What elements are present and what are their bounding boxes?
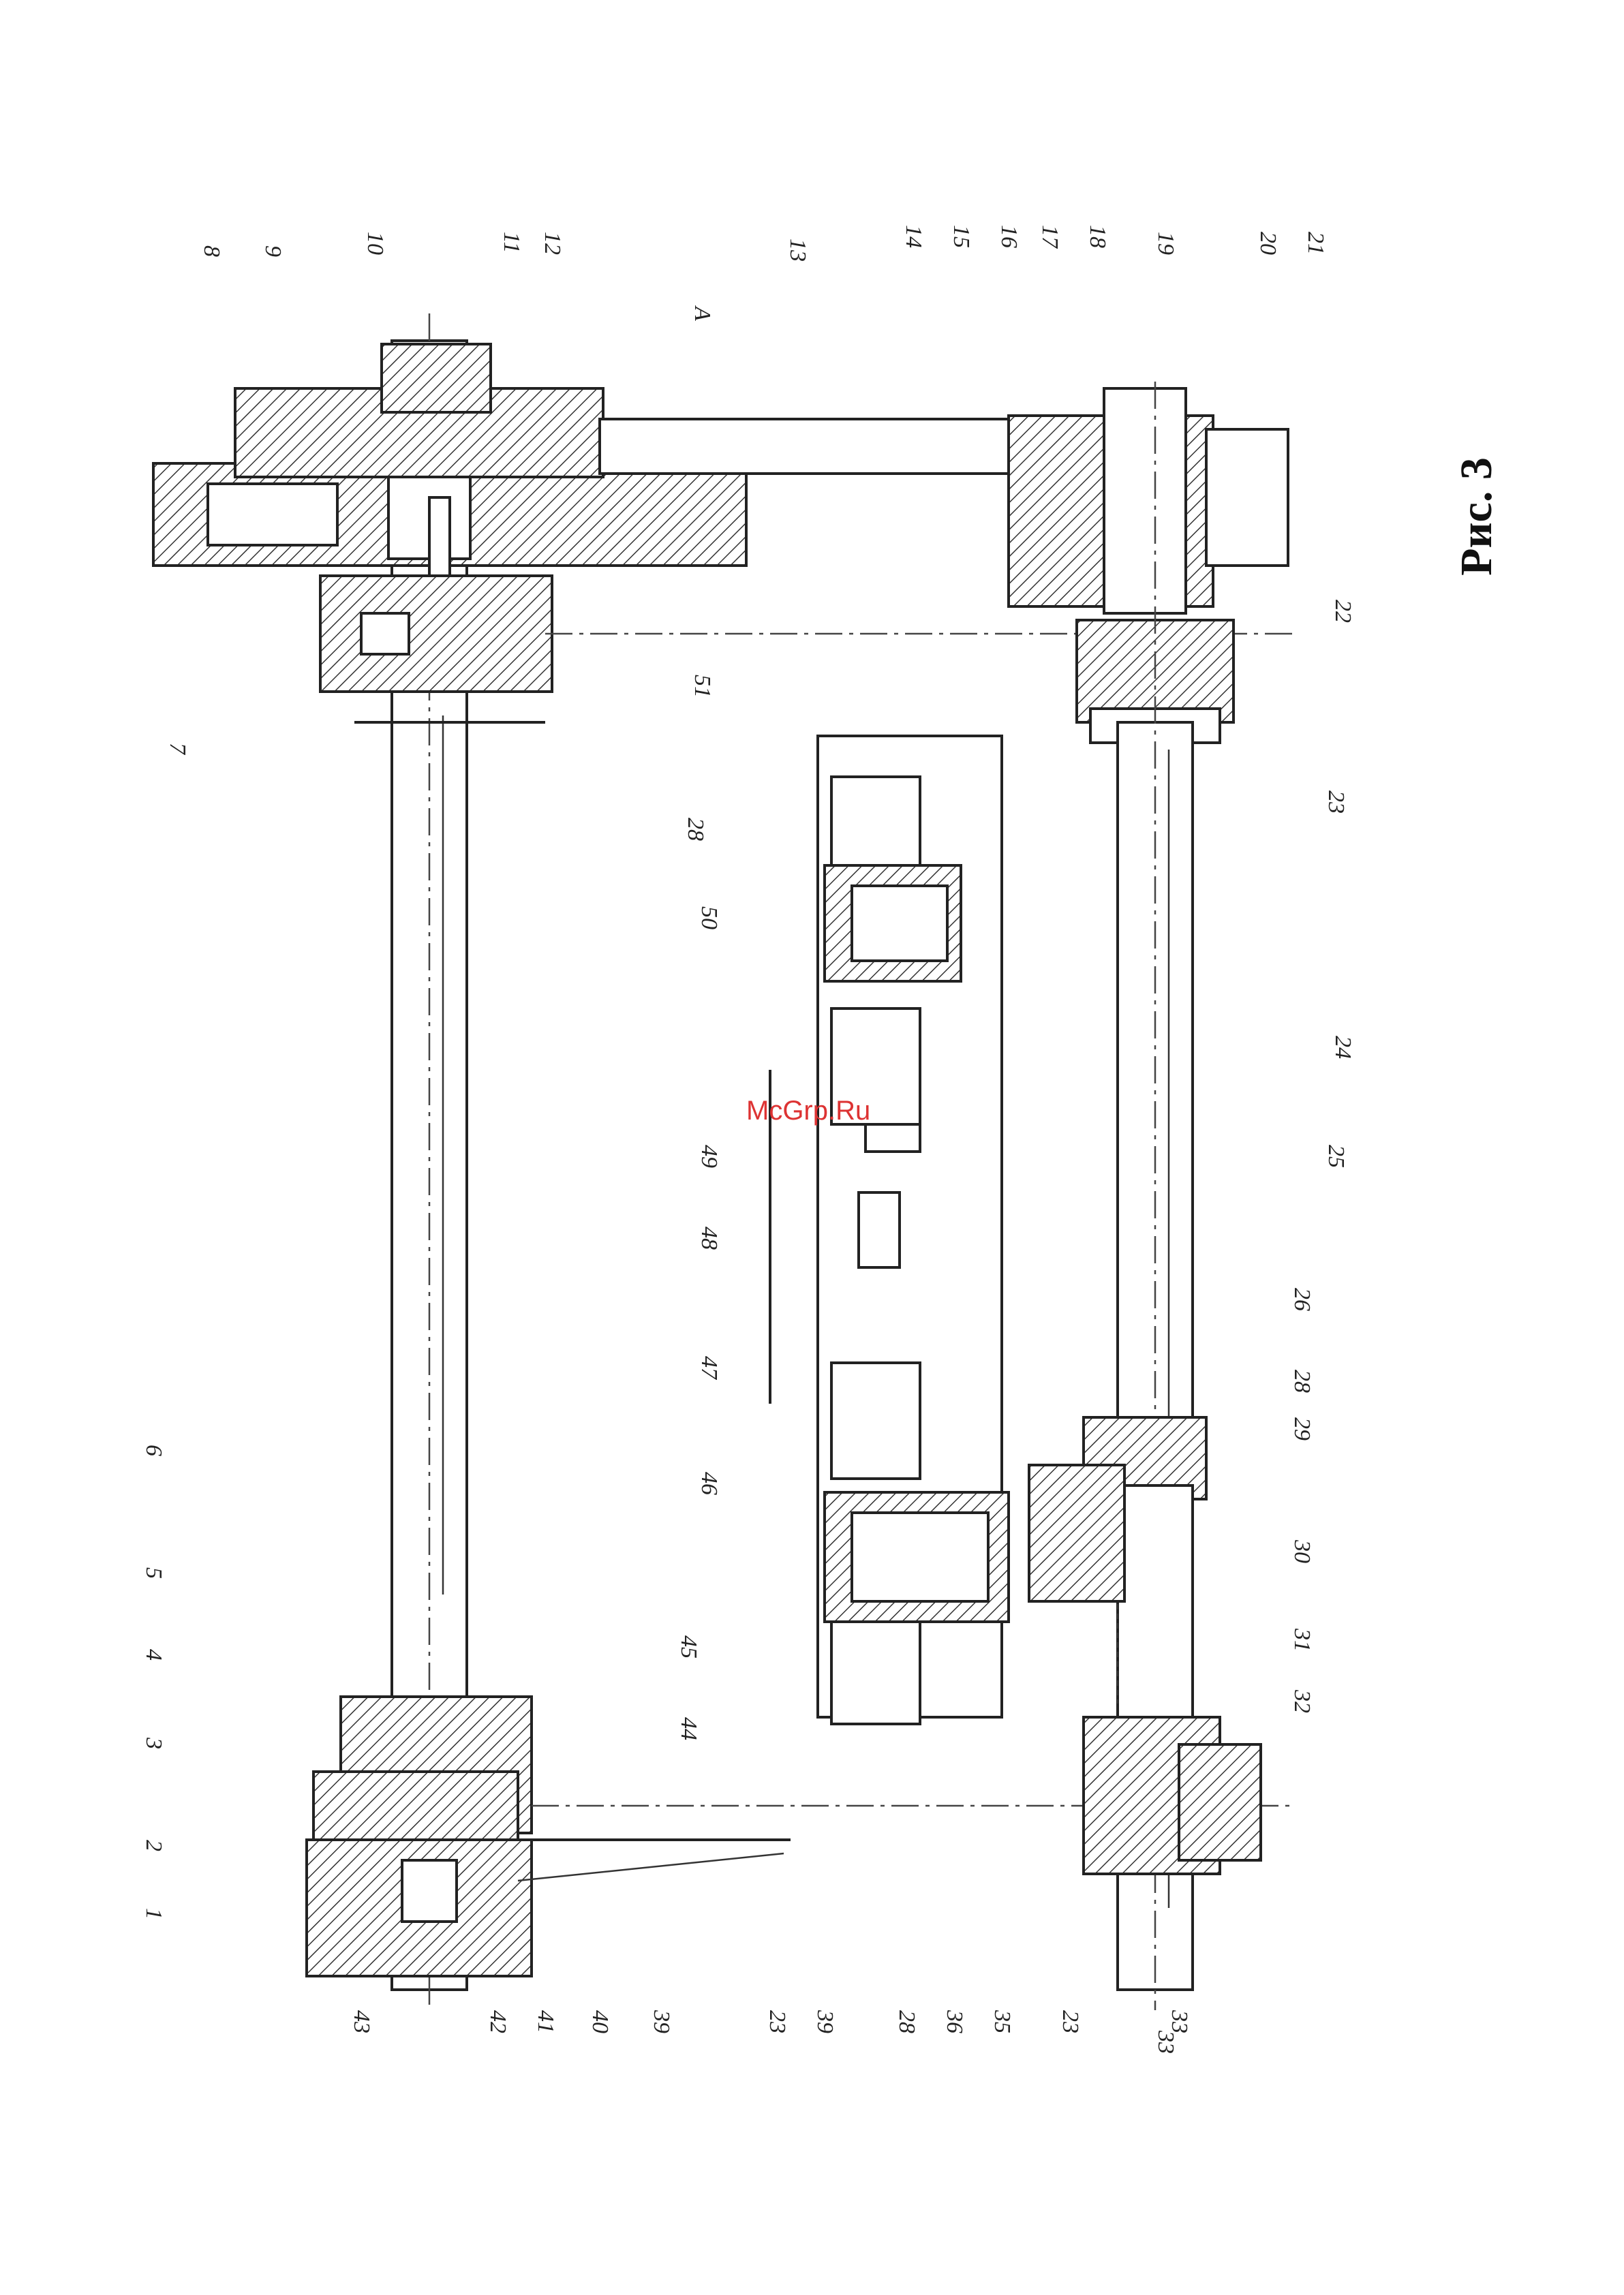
callout-43: 43: [349, 2010, 374, 2033]
callout-11: 11: [499, 232, 524, 253]
callout-23-bottom-b: 23: [1058, 2010, 1083, 2033]
worm-gear: [1029, 1417, 1206, 1717]
central-frame: [770, 736, 1009, 1724]
view-label: A: [690, 305, 715, 321]
callout-13: 13: [785, 238, 810, 262]
callout-8: 8: [199, 245, 224, 257]
callout-31: 31: [1289, 1628, 1315, 1652]
callout-39-bottom: 39: [812, 2009, 838, 2033]
callout-16: 16: [996, 225, 1022, 248]
callout-29: 29: [1289, 1417, 1315, 1441]
callout-2: 2: [141, 1840, 166, 1851]
callout-7: 7: [165, 743, 190, 756]
callout-47: 47: [696, 1356, 722, 1381]
callout-18: 18: [1085, 225, 1110, 248]
callout-20: 20: [1255, 232, 1281, 255]
callout-24: 24: [1330, 1036, 1355, 1059]
callout-28-right: 28: [1289, 1370, 1315, 1393]
callout-23: 23: [1323, 790, 1349, 814]
callout-40: 40: [587, 2010, 613, 2033]
top-pulley-assembly: [153, 344, 746, 722]
callout-23-bottom-a: 23: [765, 2010, 790, 2033]
callout-25: 25: [1323, 1145, 1349, 1168]
callout-45: 45: [676, 1635, 701, 1659]
callout-1: 1: [141, 1908, 166, 1920]
callout-33: 33: [1153, 2030, 1178, 2054]
callout-28-middle: 28: [683, 818, 708, 841]
callout-5: 5: [141, 1567, 166, 1579]
callout-3: 3: [141, 1737, 166, 1749]
callout-17: 17: [1037, 225, 1062, 249]
callout-28-bottom: 28: [894, 2010, 919, 2033]
callout-12: 12: [540, 232, 565, 255]
callout-42: 42: [485, 2010, 510, 2033]
callout-36: 36: [942, 2009, 967, 2033]
callout-32: 32: [1289, 1689, 1315, 1713]
callout-22: 22: [1330, 600, 1355, 623]
callout-21: 21: [1303, 232, 1328, 255]
callout-49: 49: [696, 1145, 722, 1168]
callouts-bottom: 43 42 41 40 39 23 39 28 36 35 23 33: [349, 2009, 1192, 2033]
callout-6: 6: [141, 1445, 166, 1456]
callout-44: 44: [676, 1717, 701, 1740]
callout-19: 19: [1153, 232, 1178, 255]
figure-caption: Рис. 3: [1451, 457, 1503, 576]
callout-41: 41: [533, 2010, 558, 2033]
callout-9: 9: [260, 245, 286, 257]
callout-26: 26: [1289, 1288, 1315, 1311]
callout-4: 4: [141, 1649, 166, 1661]
callout-48: 48: [696, 1227, 722, 1250]
callout-35: 35: [990, 2009, 1015, 2033]
callout-15: 15: [949, 225, 974, 248]
callouts-top: 8 9 10 11 12 13 14 15 16 17 18 19 20 21: [199, 225, 1328, 262]
callout-30: 30: [1289, 1539, 1315, 1563]
callout-10: 10: [363, 232, 388, 255]
callout-14: 14: [901, 225, 926, 248]
callout-33-bottom: 33: [1167, 2009, 1192, 2033]
watermark: McGrp.Ru: [746, 1096, 870, 1126]
callout-46: 46: [696, 1472, 722, 1495]
callout-39: 39: [649, 2009, 674, 2033]
callout-51: 51: [690, 675, 715, 698]
callout-50: 50: [696, 906, 722, 929]
